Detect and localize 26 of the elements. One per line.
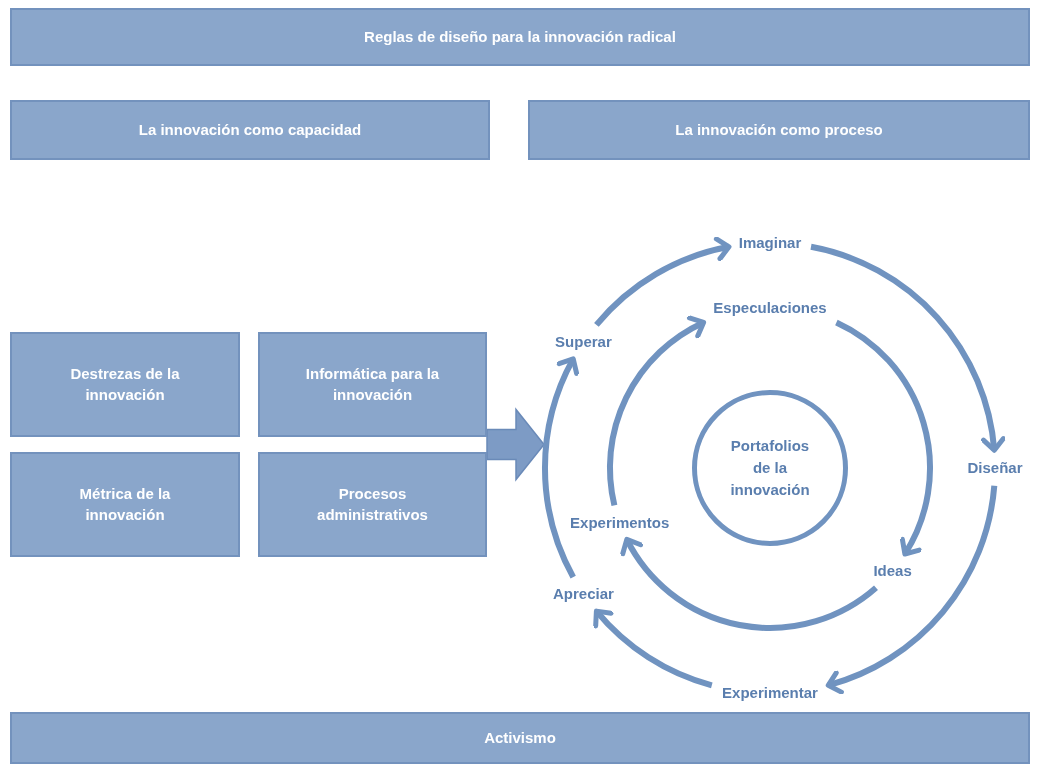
process-box — [258, 452, 487, 557]
node-text: Activismo — [484, 727, 556, 748]
process-box — [10, 8, 1030, 66]
process-box — [10, 100, 490, 160]
node-text: Destrezas de la innovación — [69, 364, 181, 405]
block-arrow — [486, 407, 545, 482]
node-text: Portafolios de la innovación — [729, 436, 811, 500]
curved-arrow — [835, 319, 933, 557]
curved-arrow — [593, 608, 713, 689]
node-text: Métrica de la innovación — [78, 484, 172, 525]
node-text: La innovación como proceso — [675, 119, 883, 140]
curved-arrow — [607, 316, 707, 506]
process-box — [10, 712, 1030, 764]
node-text: La innovación como capacidad — [138, 119, 362, 140]
process-box — [528, 100, 1030, 160]
curved-arrow — [825, 485, 998, 694]
curved-arrow — [621, 536, 878, 631]
process-box — [10, 452, 240, 557]
curved-arrow — [594, 237, 732, 327]
process-box — [258, 332, 487, 437]
node-text: Procesos administrativos — [316, 484, 429, 525]
node-text: Reglas de diseño para la innovación radical — [364, 26, 676, 47]
curved-arrow — [542, 356, 580, 579]
node-text: Informática para la innovación — [304, 364, 441, 405]
process-box — [10, 332, 240, 437]
curved-arrow — [810, 243, 1006, 453]
